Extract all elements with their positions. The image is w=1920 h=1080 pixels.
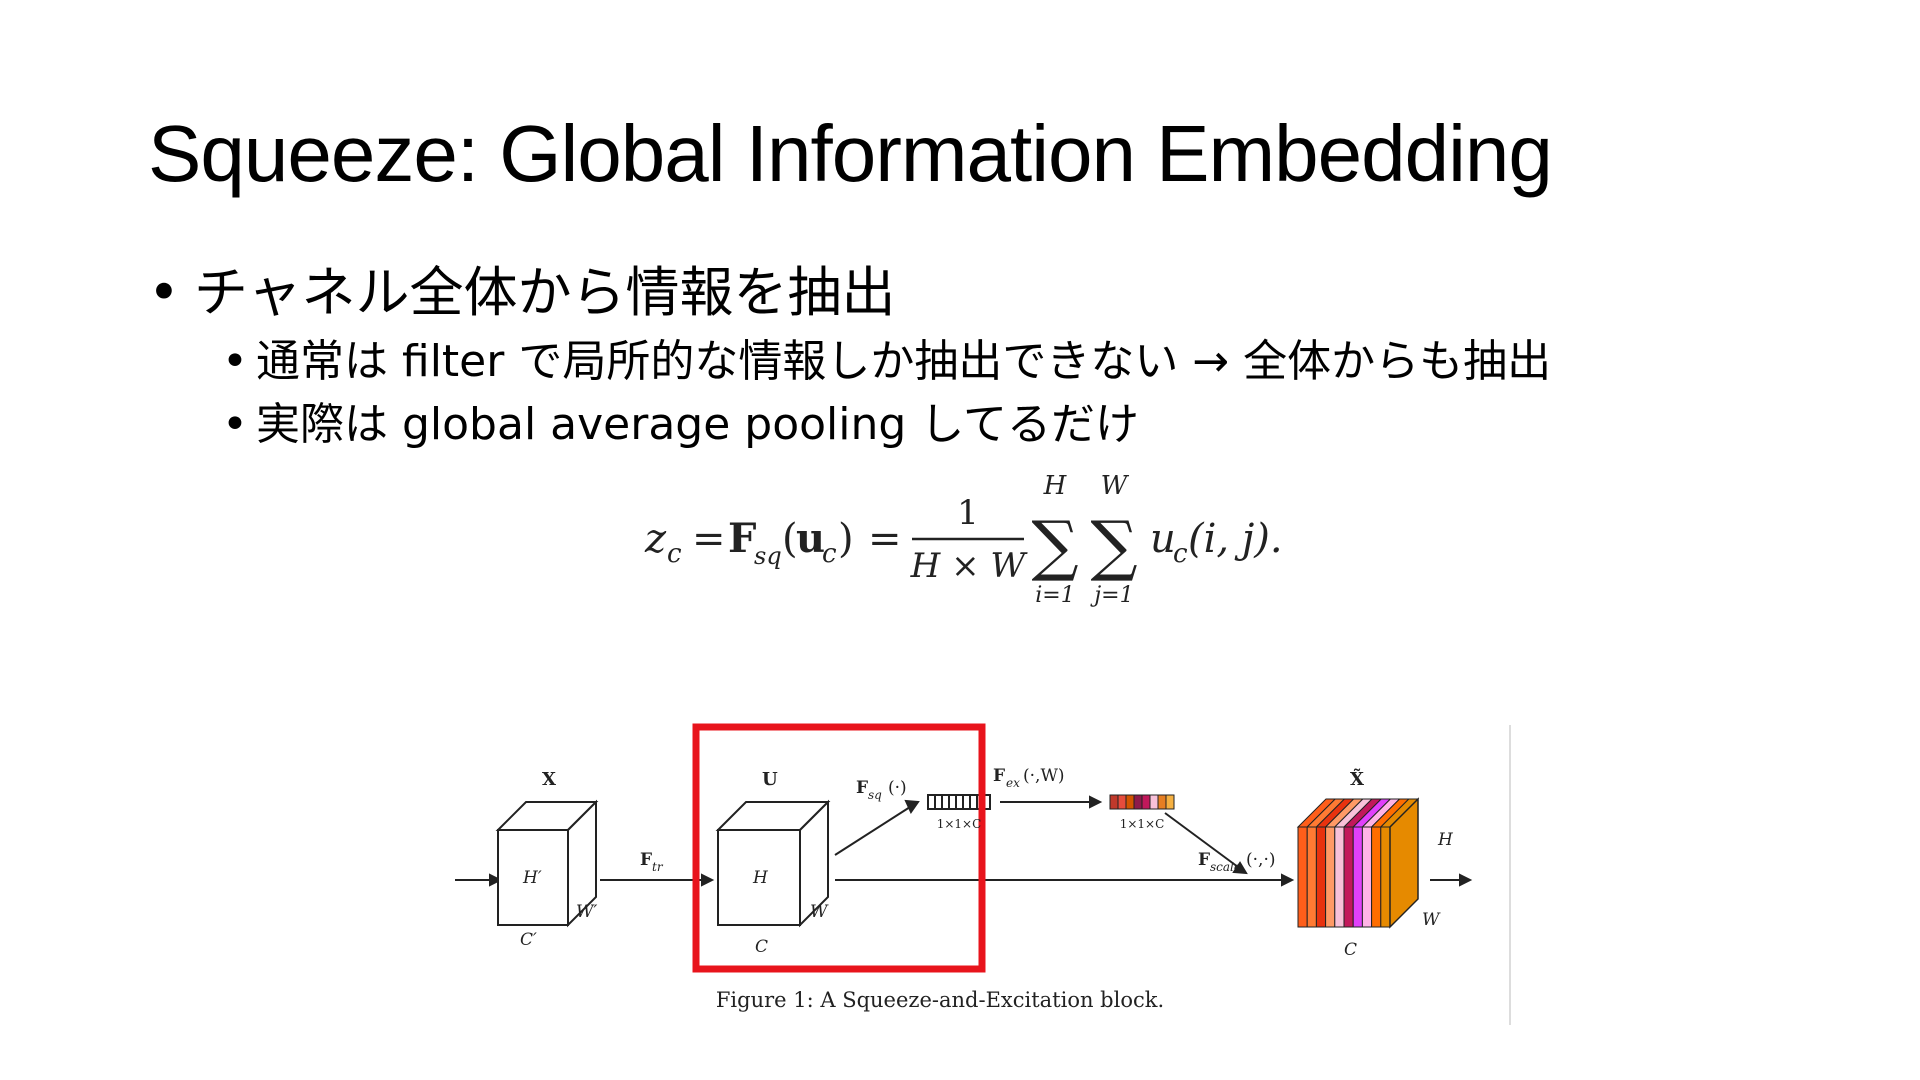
output-channel-front — [1325, 826, 1336, 928]
excitation-vector — [1109, 794, 1175, 810]
eq-F-sub: sq — [754, 542, 782, 570]
eq-sum-2-upper: W — [1101, 472, 1130, 501]
eq-u: u — [796, 515, 825, 562]
excitation-cell — [1165, 794, 1175, 810]
bullet-dot: • — [148, 261, 180, 324]
excitation-to-scale-arrow — [1164, 812, 1239, 868]
eq-sum-1-upper: H — [1043, 472, 1068, 501]
slide-title: Squeeze: Global Information Embedding — [148, 109, 1553, 198]
label-h: H — [752, 868, 769, 888]
output-block-side — [1389, 797, 1419, 929]
cube-u — [715, 799, 831, 928]
label-x-tilde: X̃ — [1350, 768, 1364, 790]
output-channel-front — [1297, 826, 1308, 928]
squeeze-equation: z c = F sq ( u c ) = 1 H × W ∑ H i=1 ∑ W… — [644, 472, 1283, 608]
bullet-dot: • — [222, 336, 248, 387]
label-vec2-size: 1×1×C — [1120, 817, 1165, 831]
excitation-cell — [1125, 794, 1135, 810]
bullet-text: 通常は filter で局所的な情報しか抽出できない → 全体からも抽出 — [256, 336, 1552, 387]
label-f-tr: F — [640, 850, 652, 870]
label-out-w: W — [1422, 910, 1441, 930]
excitation-cell — [1149, 794, 1159, 810]
label-x: X — [542, 769, 556, 790]
fsq-arrow — [834, 806, 911, 856]
eq-sum-2: ∑ — [1090, 507, 1137, 584]
bullet-level-2: •実際は global average pooling してるだけ — [222, 388, 1139, 452]
eq-z-sub: c — [667, 539, 682, 569]
label-f-ex: F — [993, 766, 1005, 786]
label-ex-sub: ex — [1006, 776, 1020, 790]
eq-equals: = — [692, 516, 726, 562]
se-block-figure: X H′ W′ C′ F tr U H W C F sq (·) 1×1×C (… — [455, 723, 1511, 1025]
output-channel-front — [1361, 826, 1373, 928]
bullet-dot: • — [222, 399, 248, 450]
label-w: W — [810, 902, 829, 922]
cube-x — [495, 799, 599, 928]
excitation-cell — [1109, 794, 1119, 810]
excitation-cell — [1141, 794, 1151, 810]
output-channel-front — [1371, 826, 1382, 928]
eq-term: u — [1150, 516, 1176, 562]
eq-denominator: H × W — [910, 546, 1029, 586]
excitation-cell — [1117, 794, 1127, 810]
output-channel-front — [1306, 826, 1317, 928]
eq-sum-1: ∑ — [1031, 507, 1078, 584]
label-f-scale: F — [1198, 850, 1210, 870]
squeeze-vector — [927, 794, 991, 810]
arrow-head — [489, 873, 503, 887]
label-c-prime: C′ — [520, 930, 537, 950]
label-scale-sub: scale — [1210, 860, 1241, 874]
eq-term-args: (i, j). — [1188, 516, 1283, 562]
label-scale-args: (·,·) — [1246, 850, 1275, 870]
label-u: U — [762, 769, 778, 790]
eq-paren-close: ) — [838, 516, 854, 562]
label-w-prime: W′ — [576, 902, 597, 922]
output-channel-front — [1343, 826, 1354, 928]
bullet-text: チャネル全体から情報を抽出 — [194, 261, 896, 324]
label-f-sq: F — [856, 778, 868, 798]
label-sq-args: (·) — [888, 778, 907, 798]
highlight-box — [692, 723, 986, 973]
eq-paren-open: ( — [782, 516, 798, 562]
output-channel-front — [1315, 826, 1327, 928]
eq-z: z — [644, 516, 667, 562]
excitation-cell — [1133, 794, 1143, 810]
bullet-level-1: •チャネル全体から情報を抽出 — [148, 248, 895, 327]
eq-numerator: 1 — [957, 493, 979, 533]
excitation-cell — [1157, 794, 1167, 810]
eq-term-sub: c — [1173, 539, 1188, 569]
eq-equals: = — [868, 516, 902, 562]
eq-u-sub: c — [822, 539, 837, 569]
label-tr-sub: tr — [652, 860, 664, 874]
label-out-c: C — [1344, 940, 1357, 960]
output-channel-front — [1352, 826, 1363, 928]
label-c: C — [755, 937, 768, 957]
bullet-text: 実際は global average pooling してるだけ — [256, 399, 1139, 450]
label-out-h: H — [1437, 830, 1454, 850]
eq-sum-1-lower: i=1 — [1035, 583, 1074, 608]
output-channel-front — [1380, 826, 1391, 928]
label-h-prime: H′ — [522, 868, 542, 888]
output-channel-front — [1334, 826, 1345, 928]
label-sq-sub: sq — [868, 788, 882, 802]
output-block — [1296, 797, 1420, 929]
eq-F: F — [728, 515, 756, 562]
eq-sum-2-lower: j=1 — [1089, 583, 1133, 608]
label-f-ex-args: (·,W) — [1023, 766, 1065, 786]
figure-caption: Figure 1: A Squeeze-and-Excitation block… — [716, 988, 1164, 1012]
label-vec1-size: 1×1×C — [937, 817, 982, 831]
bullet-level-2: •通常は filter で局所的な情報しか抽出できない → 全体からも抽出 — [222, 325, 1551, 389]
